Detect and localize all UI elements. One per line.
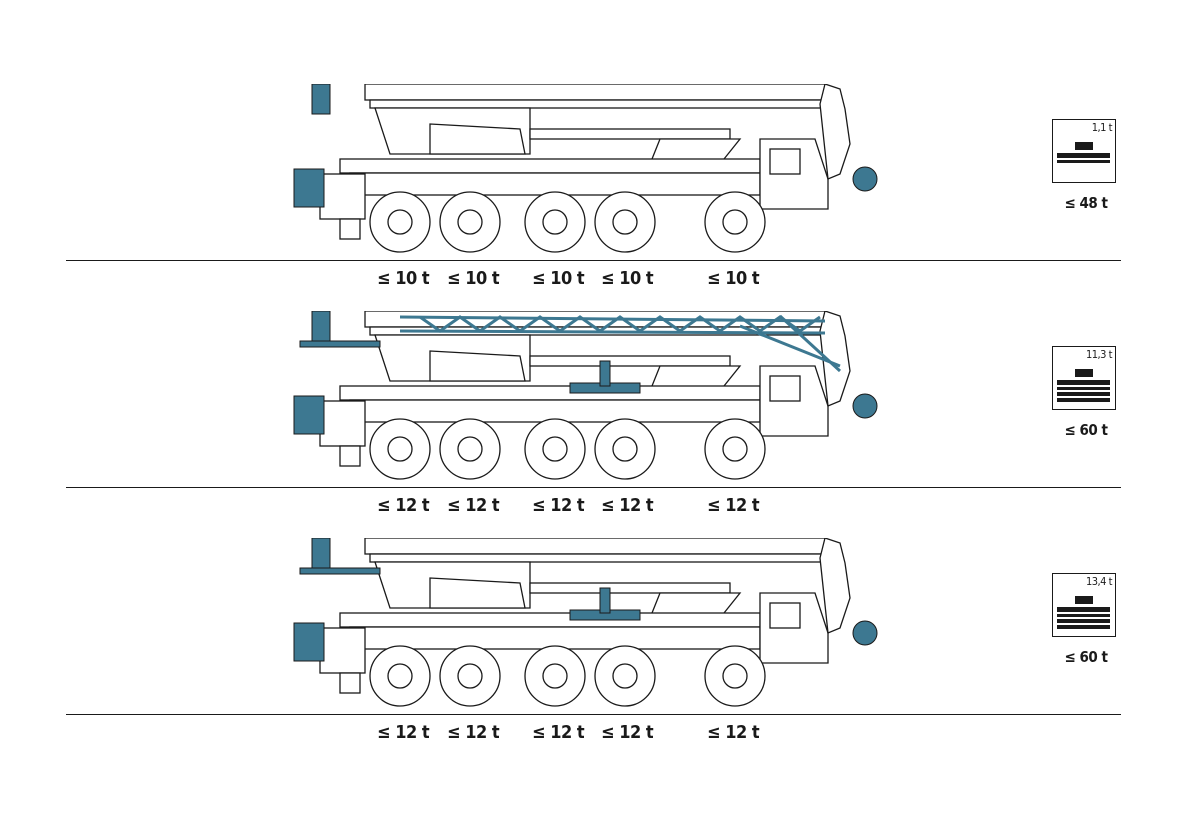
rear-outrigger-box xyxy=(293,622,325,662)
axle-load-5: ≤ 10 t xyxy=(707,268,760,289)
axle-load-2: ≤ 12 t xyxy=(447,722,500,743)
counterweight-limit: ≤ 60 t xyxy=(1064,421,1108,439)
ground-line xyxy=(66,714,1121,715)
front-winch xyxy=(852,620,878,646)
axle-load-4: ≤ 10 t xyxy=(601,268,654,289)
axle-load-4: ≤ 12 t xyxy=(601,722,654,743)
counterweight-limit: ≤ 60 t xyxy=(1064,648,1108,666)
axle-load-3: ≤ 12 t xyxy=(532,722,585,743)
axle-load-5: ≤ 12 t xyxy=(707,722,760,743)
rear-frame xyxy=(319,173,366,220)
lattice-jib xyxy=(399,314,842,373)
wheels xyxy=(369,191,766,253)
crane-configuration-1: ≤ 10 t ≤ 10 t ≤ 10 t ≤ 10 t ≤ 10 t 1,1 t… xyxy=(0,84,1181,320)
crane-drawing-2 xyxy=(293,311,878,480)
front-winch xyxy=(852,393,878,419)
rear-outrigger-box xyxy=(293,395,325,435)
front-winch xyxy=(852,166,878,192)
crane-drawing-1 xyxy=(293,84,878,253)
axle-load-2: ≤ 12 t xyxy=(447,495,500,516)
crane-configuration-3: ≤ 12 t ≤ 12 t ≤ 12 t ≤ 12 t ≤ 12 t 13,4 … xyxy=(0,538,1181,774)
carrier-deck xyxy=(339,158,761,174)
counterweight-icon: 1,1 t xyxy=(1052,119,1116,183)
crane-drawing-3 xyxy=(293,538,878,707)
axle-load-3: ≤ 10 t xyxy=(532,268,585,289)
boom-rail xyxy=(369,99,826,109)
counterweight-weight: 1,1 t xyxy=(1091,121,1113,134)
axle-load-1: ≤ 12 t xyxy=(377,722,430,743)
rear-boom-mount xyxy=(311,84,331,115)
counterweight-icon: 13,4 t xyxy=(1052,573,1116,637)
counterweight-limit: ≤ 48 t xyxy=(1064,194,1108,212)
axle-load-4: ≤ 12 t xyxy=(601,495,654,516)
crane-configuration-2: ≤ 12 t ≤ 12 t ≤ 12 t ≤ 12 t ≤ 12 t 11,3 … xyxy=(0,311,1181,547)
axle-load-3: ≤ 12 t xyxy=(532,495,585,516)
rear-carrier-plate xyxy=(299,567,381,575)
counterweight-weight: 11,3 t xyxy=(1085,348,1113,361)
counterweight-block xyxy=(1075,142,1093,150)
rear-outrigger-box xyxy=(293,168,325,208)
ground-line xyxy=(66,260,1121,261)
boom-top xyxy=(364,84,826,101)
axle-load-5: ≤ 12 t xyxy=(707,495,760,516)
axle-load-1: ≤ 12 t xyxy=(377,495,430,516)
counterweight-icon: 11,3 t xyxy=(1052,346,1116,410)
axle-load-2: ≤ 10 t xyxy=(447,268,500,289)
rear-carrier-plate xyxy=(299,340,381,348)
boom-head xyxy=(819,84,851,180)
axle-load-1: ≤ 10 t xyxy=(377,268,430,289)
ground-line xyxy=(66,487,1121,488)
counterweight-weight: 13,4 t xyxy=(1085,575,1113,588)
